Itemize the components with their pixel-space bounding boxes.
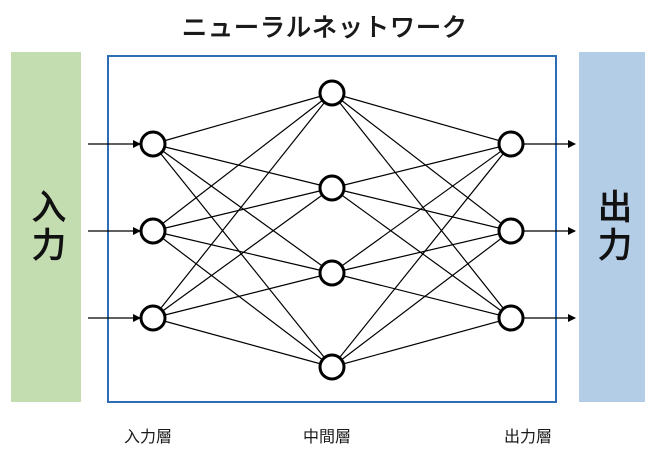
output-node-2 [497,304,525,332]
layer-label-output: 出力層 [503,427,552,446]
input-node-2 [139,304,167,332]
layer-label-hidden: 中間層 [302,427,351,446]
input-bar-label: 入力 [25,189,66,265]
edge-l1n0-l2n0 [331,92,512,145]
hidden-node-0 [318,79,346,107]
neuron-nodes [139,79,525,381]
connection-edges [152,92,512,368]
output-bar-label: 出力 [591,189,632,265]
edge-l0n0-l1n3 [152,143,333,368]
edge-l1n3-l2n2 [331,317,512,368]
edge-l1n0-l2n2 [331,92,512,319]
edge-l0n0-l1n0 [152,92,333,145]
edge-l0n1-l1n0 [152,92,333,232]
layer-label-input: 入力層 [123,427,172,446]
output-node-0 [497,130,525,158]
diagram-title: ニューラルネットワーク [181,13,468,42]
output-bar: 出力 [579,52,645,402]
hidden-node-3 [318,353,346,381]
edge-l1n3-l2n1 [331,230,512,368]
edge-l0n2-l1n2 [152,272,333,319]
edge-l0n1-l1n2 [152,230,333,274]
io-arrows [88,140,576,322]
edge-l1n2-l2n1 [331,230,512,274]
edge-l1n2-l2n2 [331,272,512,319]
edge-l0n0-l1n1 [152,143,333,189]
input-node-0 [139,130,167,158]
edge-l1n1-l2n2 [331,187,512,319]
hidden-node-1 [318,174,346,202]
output-node-1 [497,217,525,245]
hidden-node-2 [318,259,346,287]
edge-l1n1-l2n0 [331,143,512,189]
input-node-1 [139,217,167,245]
edge-l1n3-l2n0 [331,143,512,368]
edge-l1n1-l2n1 [331,187,512,232]
edge-l0n2-l1n1 [152,187,333,319]
edge-l0n1-l1n3 [152,230,333,368]
input-bar: 入力 [11,52,81,402]
edge-l1n0-l2n1 [331,92,512,232]
edge-l0n2-l1n0 [152,92,333,319]
network-frame [107,55,557,403]
edge-l0n0-l1n2 [152,143,333,274]
edge-l0n1-l1n1 [152,187,333,232]
edge-l0n2-l1n3 [152,317,333,368]
edge-l1n2-l2n0 [331,143,512,274]
